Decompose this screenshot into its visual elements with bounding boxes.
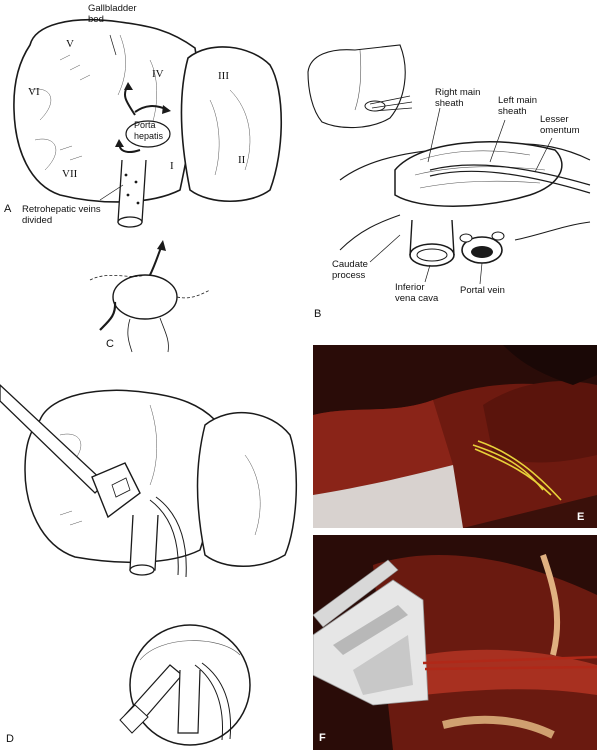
label-right-main-sheath: Right main sheath bbox=[435, 87, 481, 109]
segment-vi: VI bbox=[28, 86, 40, 98]
segment-vii: VII bbox=[62, 168, 78, 180]
segment-i: I bbox=[170, 160, 174, 172]
panel-letter-b: B bbox=[314, 308, 322, 320]
panel-letter-d: D bbox=[6, 733, 14, 745]
panel-letter-a: A bbox=[4, 203, 12, 215]
segment-iii: III bbox=[218, 70, 229, 82]
stapler-device-f bbox=[313, 559, 429, 706]
label-retrohepatic-veins: Retrohepatic veins divided bbox=[22, 204, 101, 226]
liver-drawing-b bbox=[307, 44, 591, 285]
panel-b: Right main sheath Left main sheath Lesse… bbox=[300, 0, 597, 330]
liver-drawing-d bbox=[0, 384, 298, 746]
photo-e-render bbox=[313, 345, 597, 528]
ivc-ring-c bbox=[112, 274, 178, 320]
liver-drawing-a bbox=[13, 19, 283, 228]
liver-left-lobe-d bbox=[196, 412, 298, 567]
label-porta-hepatis: Porta hepatis bbox=[134, 120, 164, 141]
panel-a: Gallbladder bed Porta hepatis Retrohepat… bbox=[0, 0, 300, 240]
label-portal-vein: Portal vein bbox=[460, 285, 505, 296]
ivc-d bbox=[129, 514, 159, 571]
photo-e: E bbox=[313, 345, 597, 528]
panel-c: C bbox=[70, 240, 220, 355]
photo-f-render bbox=[313, 535, 597, 750]
liver-right-lobe bbox=[13, 19, 198, 203]
porta-hepatis-oval bbox=[125, 120, 171, 148]
panel-letter-e: E bbox=[577, 511, 585, 523]
label-inferior-vena-cava: Inferior vena cava bbox=[395, 282, 439, 304]
yellow-tapes bbox=[472, 440, 562, 501]
panel-d: D bbox=[0, 365, 310, 750]
segment-v: V bbox=[66, 38, 74, 50]
panel-letter-f: F bbox=[319, 732, 326, 744]
sling-tape bbox=[429, 164, 591, 186]
label-left-main-sheath: Left main sheath bbox=[498, 95, 538, 117]
hilar-plate bbox=[394, 141, 563, 207]
inset-liver bbox=[307, 44, 406, 129]
label-lesser-omentum: Lesser omentum bbox=[540, 114, 580, 136]
stapler-shaft bbox=[0, 384, 106, 494]
liver-left-lobe bbox=[180, 46, 283, 203]
segment-ii: II bbox=[238, 154, 246, 166]
label-gallbladder-bed: Gallbladder bed bbox=[88, 3, 137, 25]
panel-letter-c: C bbox=[106, 338, 114, 350]
label-caudate-process: Caudate process bbox=[332, 259, 368, 281]
segment-iv: IV bbox=[152, 68, 164, 80]
photo-f: F bbox=[313, 535, 597, 750]
diagram-c bbox=[89, 240, 211, 353]
ivc-cylinder bbox=[117, 159, 147, 223]
